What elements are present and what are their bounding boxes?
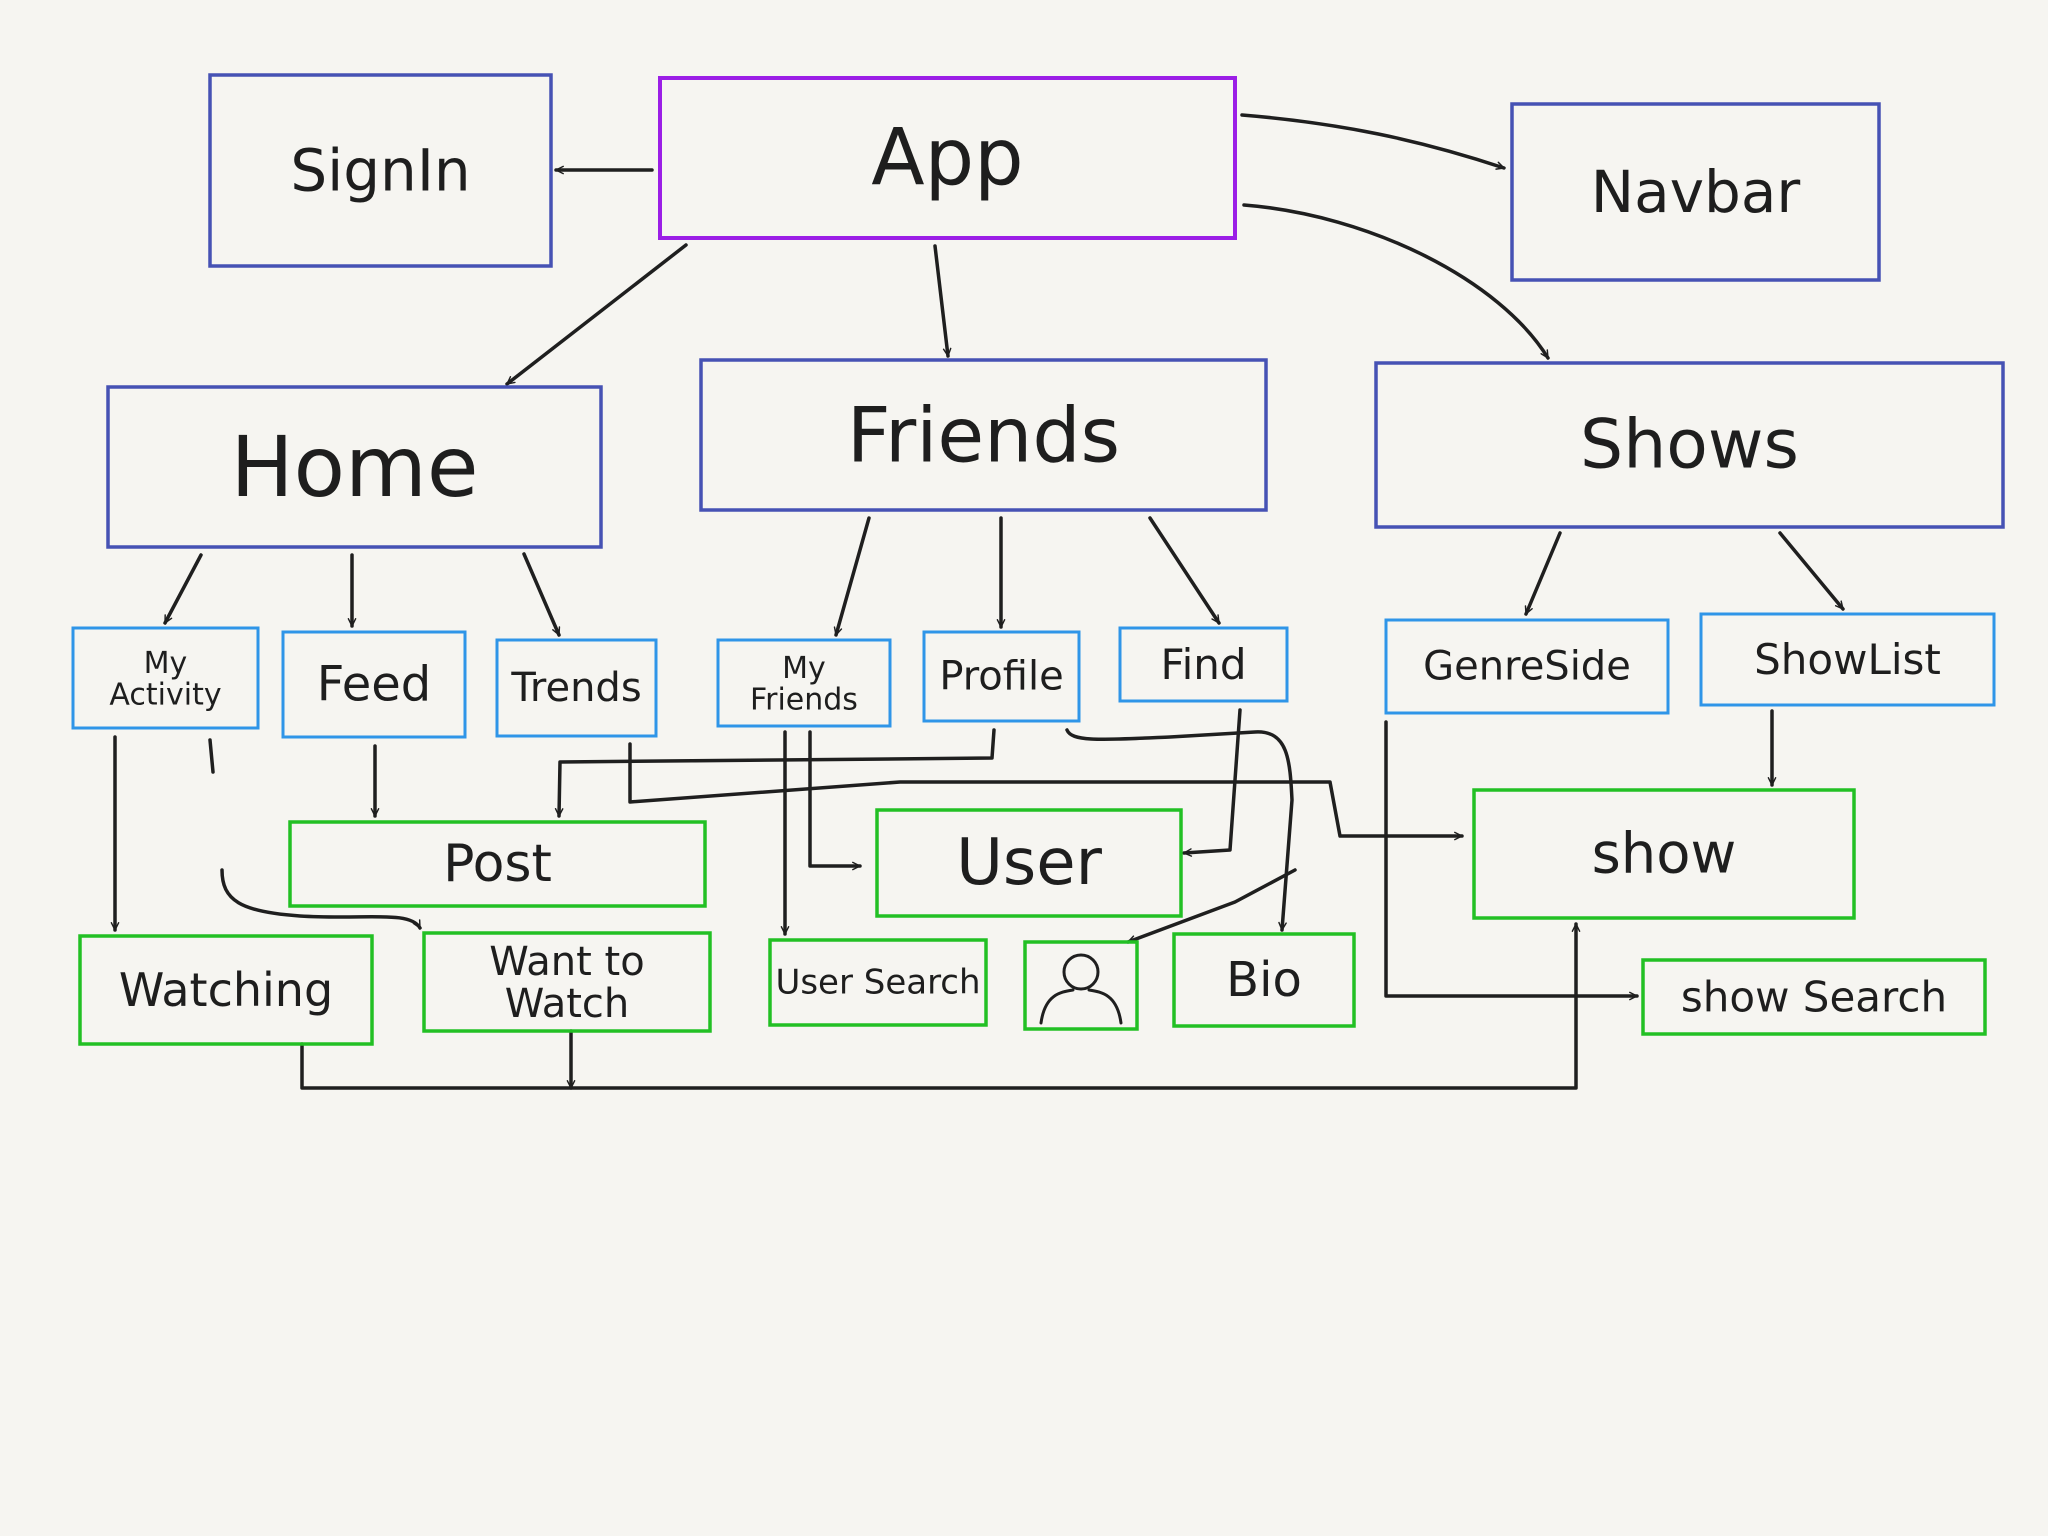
node-box-my-friends: [716, 638, 892, 728]
node-post: Post: [288, 820, 707, 908]
node-label-home: Home: [230, 418, 478, 516]
edge-friends-to-find: [1148, 516, 1221, 625]
node-show-search: show Search: [1641, 958, 1987, 1036]
node-box-user: [875, 808, 1183, 918]
edge-profile-to-bio: [1065, 728, 1294, 932]
edges-layer: [110, 113, 1845, 1090]
node-box-avatar: [1023, 940, 1139, 1031]
node-box-show-list: [1699, 612, 1996, 707]
edge-profile-to-avatar: [1126, 868, 1297, 944]
node-label-app: App: [871, 113, 1023, 203]
node-home: Home: [106, 385, 603, 549]
node-box-navbar: [1510, 102, 1881, 282]
node-label-shows: Shows: [1580, 406, 1799, 485]
node-navbar: Navbar: [1510, 102, 1881, 282]
node-box-home: [106, 385, 603, 549]
edge-app-to-shows: [1242, 203, 1550, 360]
node-box-genre-side: [1384, 618, 1670, 715]
node-label-navbar: Navbar: [1591, 158, 1801, 226]
node-box-user-search: [768, 938, 988, 1027]
edge-trends-to-show: [628, 742, 1464, 841]
node-label-signin: SignIn: [290, 137, 470, 205]
node-find: Find: [1118, 626, 1289, 703]
node-label-post: Post: [443, 834, 552, 894]
node-box-signin: [208, 73, 553, 268]
node-box-shows: [1374, 361, 2005, 529]
edge-shows-to-genre-side: [1524, 531, 1562, 616]
node-avatar: [1023, 940, 1139, 1031]
node-box-show: [1472, 788, 1856, 920]
node-box-want-to-watch: [422, 931, 712, 1033]
node-label-user-search: User Search: [775, 963, 980, 1003]
node-label-show-list: ShowList: [1754, 635, 1941, 684]
node-box-show-search: [1641, 958, 1987, 1036]
edge-home-to-trends: [522, 552, 561, 637]
node-box-feed: [281, 630, 467, 739]
node-label-trends: Trends: [510, 665, 641, 711]
node-label-bio: Bio: [1226, 952, 1302, 1008]
node-label-user: User: [956, 826, 1103, 900]
edge-app-to-home: [505, 243, 688, 386]
node-profile: Profile: [922, 630, 1081, 723]
node-watching: Watching: [78, 934, 374, 1046]
edge-friends-to-my-friends: [833, 516, 871, 637]
edge-shows-to-show-list: [1778, 531, 1845, 611]
node-user: User: [875, 808, 1183, 918]
node-feed: Feed: [281, 630, 467, 739]
person-icon: [1039, 953, 1123, 1025]
node-trends: Trends: [495, 638, 658, 738]
node-label-find: Find: [1160, 640, 1246, 689]
node-box-post: [288, 820, 707, 908]
node-shows: Shows: [1374, 361, 2005, 529]
edge-home-to-my-activity: [163, 553, 203, 625]
edge-app-to-navbar: [1240, 113, 1506, 170]
node-show-list: ShowList: [1699, 612, 1996, 707]
edge-my-friends-to-user: [808, 730, 862, 871]
node-bio: Bio: [1172, 932, 1356, 1028]
node-label-watching: Watching: [119, 963, 333, 1017]
node-user-search: User Search: [768, 938, 988, 1027]
node-box-profile: [922, 630, 1081, 723]
node-friends: Friends: [699, 358, 1268, 512]
node-box-bio: [1172, 932, 1356, 1028]
node-show: show: [1472, 788, 1856, 920]
node-genre-side: GenreSide: [1384, 618, 1670, 715]
node-label-friends: Friends: [847, 391, 1120, 480]
edge-watching-to-show: [300, 922, 1581, 1090]
node-signin: SignIn: [208, 73, 553, 268]
edge-profile-to-post: [554, 728, 996, 818]
node-box-watching: [78, 934, 374, 1046]
node-label-genre-side: GenreSide: [1423, 644, 1631, 690]
node-box-find: [1118, 626, 1289, 703]
edge-genre-side-to-show-search: [1384, 720, 1639, 1001]
edge-my-activity-to-want-to-watch: [208, 738, 420, 928]
node-label-show: show: [1592, 822, 1737, 887]
edge-find-to-user: [1182, 708, 1242, 857]
node-box-my-activity: [71, 626, 260, 730]
node-label-feed: Feed: [317, 657, 432, 713]
node-box-trends: [495, 638, 658, 738]
edge-app-to-friends: [933, 244, 952, 358]
node-box-friends: [699, 358, 1268, 512]
node-box-app: [658, 76, 1237, 240]
node-app: App: [658, 76, 1237, 240]
node-label-show-search: show Search: [1681, 973, 1947, 1022]
node-label-profile: Profile: [939, 654, 1063, 700]
